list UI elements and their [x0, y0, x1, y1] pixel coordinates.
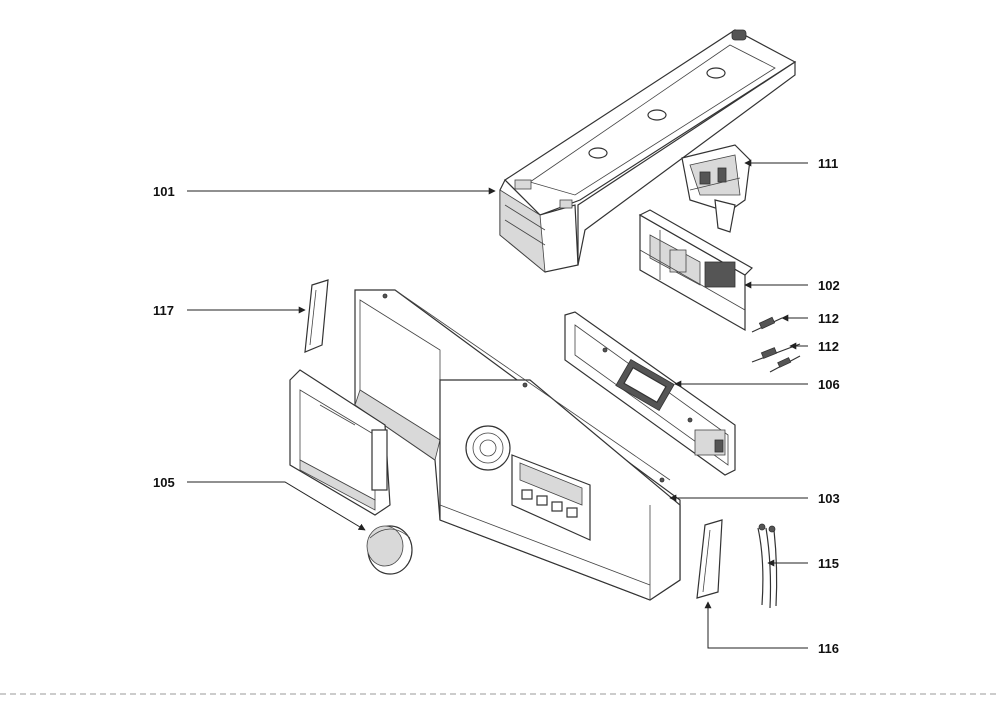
leader-105	[187, 481, 366, 531]
part-106-display-pcb	[564, 311, 736, 476]
label-111: 111	[818, 156, 838, 171]
part-112-connector-bottom	[751, 343, 801, 373]
label-115: 115	[818, 556, 839, 571]
part-117-trim-strip	[304, 279, 329, 353]
part-105-detergent-drawer	[289, 369, 391, 516]
label-105: 105	[153, 475, 175, 490]
label-112a: 112	[818, 311, 839, 326]
part-115-wiring-harness	[757, 523, 778, 609]
part-116-trim-strip	[696, 519, 723, 599]
part-105-knob	[366, 525, 413, 575]
leader-116	[704, 601, 808, 649]
label-117: 117	[153, 303, 174, 318]
label-106: 106	[818, 377, 840, 392]
part-102-control-module	[638, 209, 753, 332]
part-103-control-panel	[354, 289, 681, 601]
label-116: 116	[818, 641, 839, 656]
label-112b: 112	[818, 339, 839, 354]
label-101: 101	[153, 184, 175, 199]
label-102: 102	[818, 278, 840, 293]
part-111-door-lock	[681, 144, 751, 233]
label-103: 103	[818, 491, 840, 506]
part-112-connector-top	[751, 316, 783, 333]
part-101-dispenser-housing	[499, 29, 797, 273]
